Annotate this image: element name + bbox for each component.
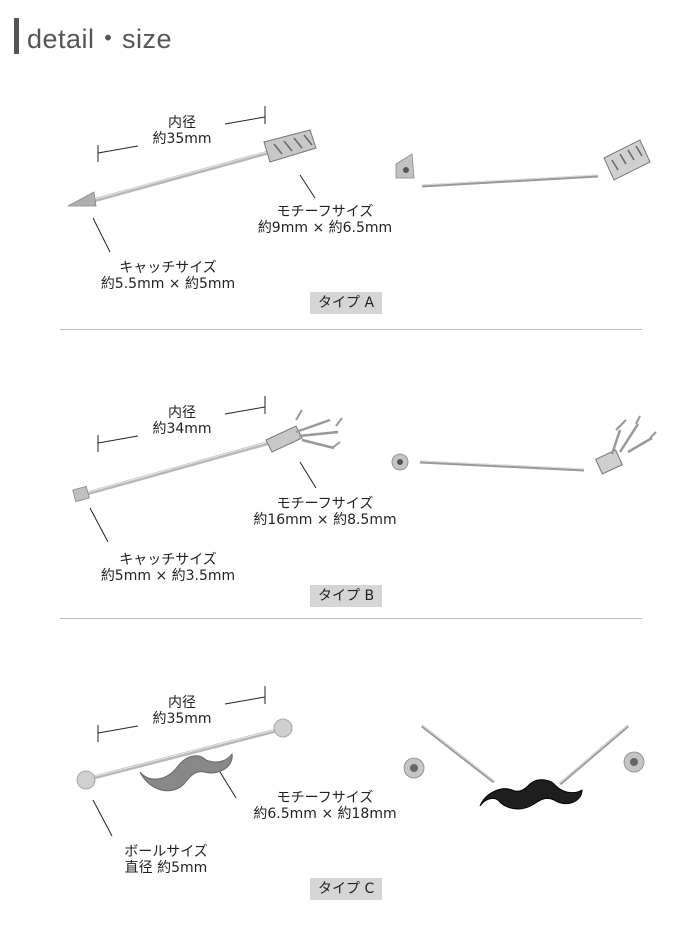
catch-size-label: キャッチサイズ 約5mm × 約3.5mm (100, 552, 236, 584)
type-c-illustration (76, 686, 645, 837)
type-a-illustration (67, 106, 651, 253)
inner-diameter-label: 内径 約35mm (152, 115, 212, 147)
trident-barbell-parts (391, 415, 657, 475)
arrow-barbell-parts (395, 139, 651, 188)
dimension-line (92, 686, 266, 837)
header-accent-bar (14, 18, 19, 54)
trident-barbell-assembled (72, 409, 343, 503)
dimension-line (92, 106, 316, 253)
type-c-section: 内径 約35mm モチーフサイズ 約6.5mm × 約18mm ボールサイズ 直… (0, 680, 700, 910)
ball-size-label: ボールサイズ 直径 約5mm (124, 844, 208, 876)
type-badge: タイプ A (310, 292, 383, 314)
section-divider (60, 618, 642, 619)
type-badge: タイプ C (310, 878, 383, 900)
inner-diameter-label: 内径 約35mm (152, 695, 212, 727)
mustache-barbell-parts (403, 724, 645, 810)
motif-size-label: モチーフサイズ 約9mm × 約6.5mm (257, 204, 393, 236)
motif-size-label: モチーフサイズ 約16mm × 約8.5mm (253, 496, 397, 528)
type-badge: タイプ B (310, 585, 383, 607)
catch-size-label: キャッチサイズ 約5.5mm × 約5mm (100, 260, 236, 292)
type-b-section: 内径 約34mm モチーフサイズ 約16mm × 約8.5mm キャッチサイズ … (0, 390, 700, 620)
mustache-barbell-assembled (76, 718, 293, 792)
inner-diameter-label: 内径 約34mm (152, 405, 212, 437)
section-header: detail・size (14, 18, 172, 54)
section-divider (60, 329, 642, 330)
page-title: detail・size (27, 23, 173, 54)
type-a-section: 内径 約35mm モチーフサイズ 約9mm × 約6.5mm キャッチサイズ 約… (0, 100, 700, 330)
motif-size-label: モチーフサイズ 約6.5mm × 約18mm (253, 790, 397, 822)
type-b-illustration (72, 396, 657, 543)
dimension-line (89, 396, 317, 543)
arrow-barbell-assembled (67, 129, 317, 207)
